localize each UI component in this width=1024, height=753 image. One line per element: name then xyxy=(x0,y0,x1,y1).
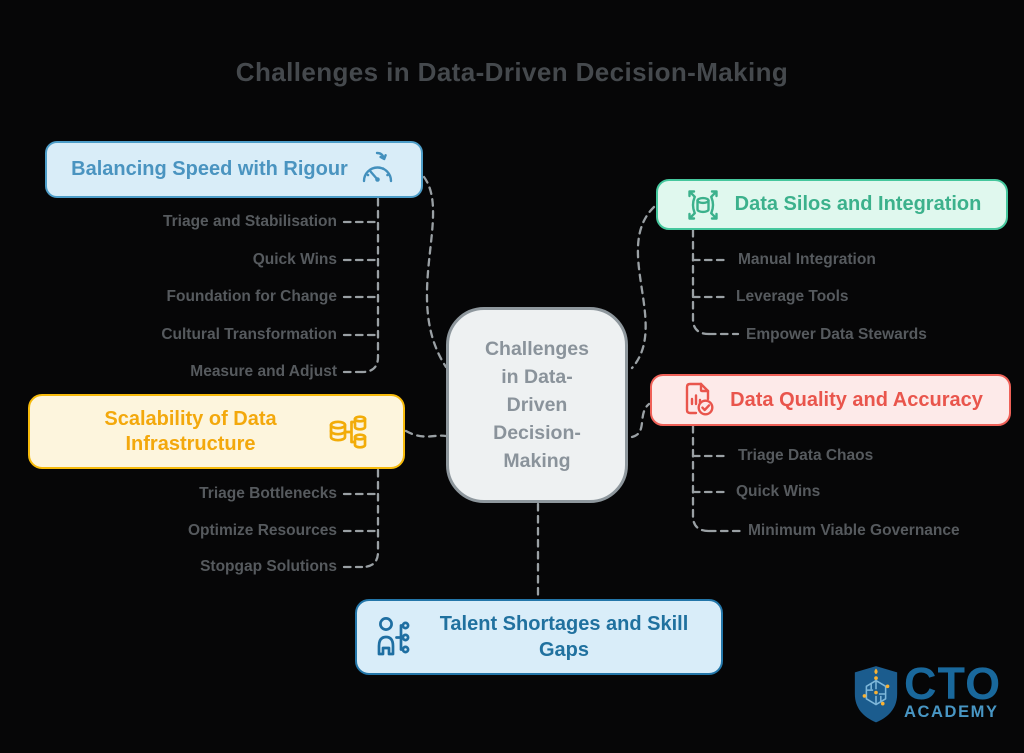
person-skills-icon xyxy=(377,617,410,656)
central-line: Driven xyxy=(506,394,568,416)
logo-sub-text: ACADEMY xyxy=(904,703,999,721)
leaf-item-speed-2: Foundation for Change xyxy=(166,288,337,305)
branch-label-silos: Data Silos and Integration xyxy=(734,193,982,215)
branch-node-speed: Balancing Speed with Rigour xyxy=(45,141,423,198)
page-title: Challenges in Data-Driven Decision-Makin… xyxy=(235,57,789,87)
logo-shield-icon xyxy=(854,666,898,723)
leaf-item-quality-2: Minimum Viable Governance xyxy=(748,522,960,539)
leaf-item-silos-0: Manual Integration xyxy=(738,251,876,268)
cto-academy-logo: CTO ACADEMY xyxy=(851,658,1002,725)
central-line: Making xyxy=(503,450,571,472)
branch-label-scalability: Scalability of Data Infrastructure xyxy=(104,407,277,455)
branch-label-speed: Balancing Speed with Rigour xyxy=(71,158,348,180)
central-line: Challenges xyxy=(484,338,590,360)
connector-scalability-branch xyxy=(404,429,448,438)
central-line: Decision- xyxy=(493,422,581,444)
gauge-icon xyxy=(362,151,393,182)
leaf-item-speed-3: Cultural Transformation xyxy=(161,326,337,343)
data-expand-icon xyxy=(687,189,718,220)
spine-quality xyxy=(691,424,711,533)
document-check-icon xyxy=(685,382,714,416)
branch-label-quality: Data Quality and Accuracy xyxy=(730,388,983,411)
leaf-item-silos-2: Empower Data Stewards xyxy=(746,326,927,343)
spine-scalability xyxy=(360,468,380,569)
database-scaling-icon xyxy=(329,414,367,449)
leaf-item-quality-0: Triage Data Chaos xyxy=(738,447,874,464)
branch-node-scalability: Scalability of Data Infrastructure xyxy=(28,394,405,469)
leaf-item-speed-1: Quick Wins xyxy=(252,251,337,268)
leaf-item-speed-0: Triage and Stabilisation xyxy=(163,213,337,230)
central-line: in Data- xyxy=(501,366,573,388)
spine-silos xyxy=(691,228,711,336)
central-node: Challenges in Data- Driven Decision- Mak… xyxy=(446,307,628,503)
connector-silos-branch xyxy=(630,205,656,370)
leaf-item-scalability-2: Stopgap Solutions xyxy=(200,558,337,575)
branch-node-silos: Data Silos and Integration xyxy=(656,179,1008,230)
leaf-item-speed-4: Measure and Adjust xyxy=(190,363,337,380)
branch-label-talent: Talent Shortages and Skill Gaps xyxy=(439,613,689,661)
spine-speed xyxy=(360,197,380,374)
branch-node-talent: Talent Shortages and Skill Gaps xyxy=(355,599,723,675)
leaf-item-silos-1: Leverage Tools xyxy=(736,288,849,305)
leaf-item-quality-1: Quick Wins xyxy=(736,483,821,500)
logo-wordmark: CTO ACADEMY xyxy=(904,658,1002,722)
leaf-item-scalability-0: Triage Bottlenecks xyxy=(199,485,337,502)
connector-quality-branch xyxy=(630,402,651,439)
branch-node-quality: Data Quality and Accuracy xyxy=(650,374,1011,426)
logo-brand-text: CTO xyxy=(904,658,1002,709)
connector-speed-branch xyxy=(422,175,448,369)
leaf-item-scalability-1: Optimize Resources xyxy=(187,522,337,539)
